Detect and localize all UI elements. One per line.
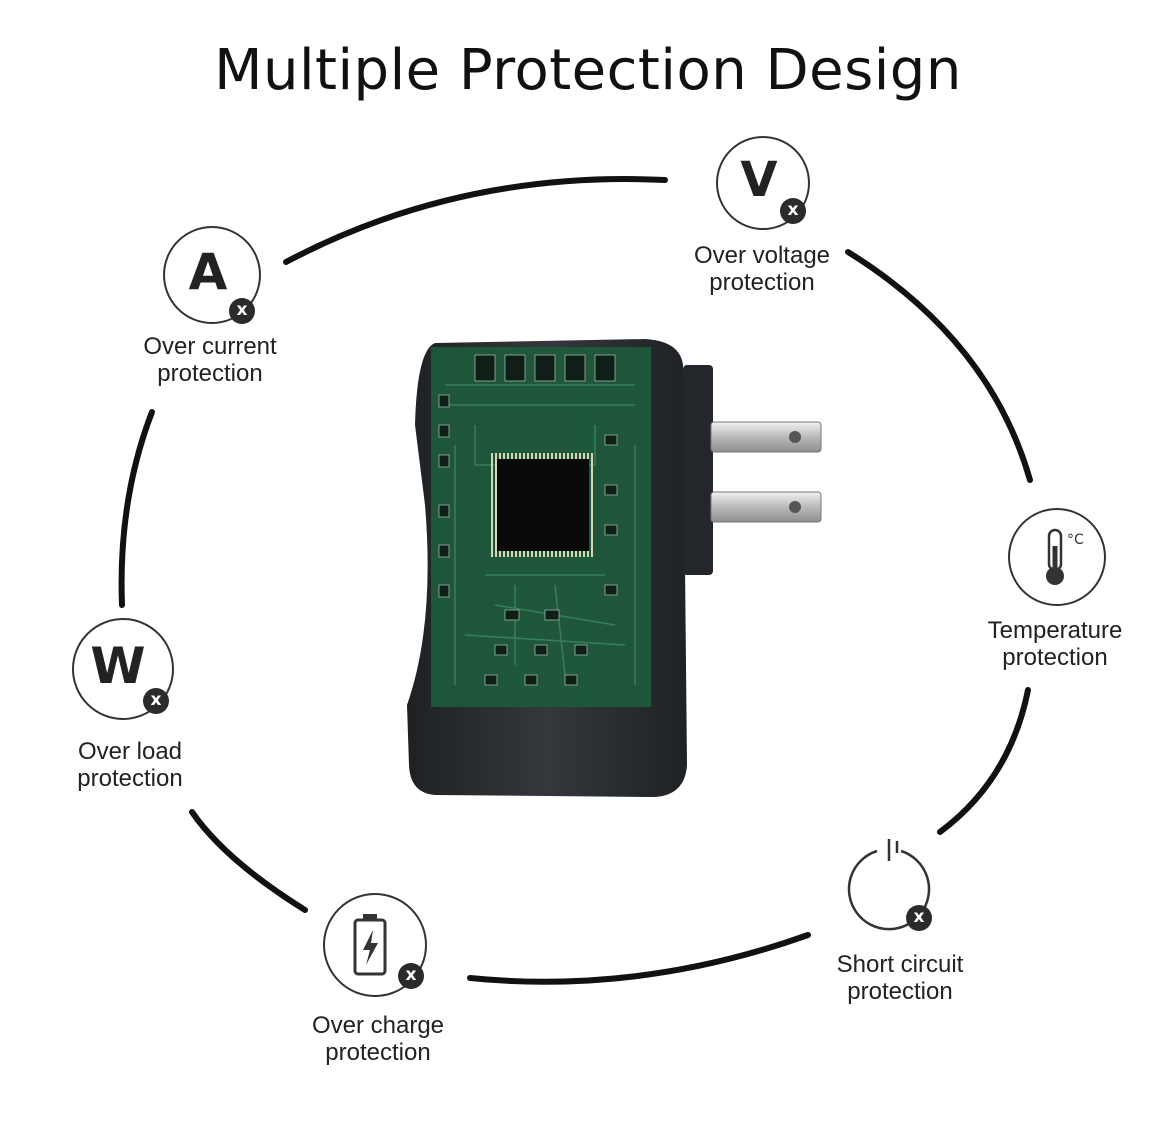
over-load-label-line1: Over load <box>77 738 183 765</box>
ring-arc-left <box>118 409 155 608</box>
over-charge-icon-circle <box>323 893 427 997</box>
ring-arc-top <box>283 176 668 265</box>
temperature-label-line1: Temperature <box>987 617 1123 644</box>
volt-icon: V <box>740 152 778 208</box>
thermometer-icon: °C <box>1046 528 1084 585</box>
page-title: Multiple Protection Design <box>214 38 962 103</box>
ampere-icon: A <box>188 243 228 301</box>
short-circuit-label: Short circuit protection <box>800 951 1000 1005</box>
over-charge-x-badge: x <box>398 963 424 989</box>
temperature-icon-circle: °C <box>1008 508 1106 606</box>
watt-icon: W <box>90 637 146 695</box>
over-charge-label-line2: protection <box>325 1039 431 1066</box>
short-circuit-icon-circle <box>842 838 936 932</box>
over-load-label-line2: protection <box>77 765 183 792</box>
over-load-x-badge: x <box>143 688 169 714</box>
over-voltage-icon-circle: V <box>716 136 810 230</box>
plug-prong-bottom <box>710 491 822 523</box>
short-circuit-x-badge: x <box>906 905 932 931</box>
over-current-x-badge: x <box>229 298 255 324</box>
over-load-label: Over load protection <box>30 738 230 792</box>
adapter-prong-base <box>683 365 713 575</box>
temperature-unit: °C <box>1067 532 1084 548</box>
battery-charging-icon <box>353 914 387 976</box>
over-voltage-label-line1: Over voltage <box>693 242 831 269</box>
over-voltage-label: Over voltage protection <box>662 242 862 296</box>
ring-arc-upper-right <box>845 249 1033 483</box>
over-charge-label: Over charge protection <box>278 1012 478 1066</box>
ring-arc-bottom-left <box>189 809 308 913</box>
plug-prongs <box>710 421 822 523</box>
over-current-label-line2: protection <box>157 360 263 387</box>
temperature-label-line2: protection <box>1002 644 1108 671</box>
plug-prong-top <box>710 421 822 453</box>
ring-arc-bottom-right <box>467 932 811 985</box>
main-chip <box>497 459 589 551</box>
temperature-label: Temperature protection <box>955 617 1155 671</box>
over-charge-label-line1: Over charge <box>311 1012 445 1039</box>
over-voltage-label-line2: protection <box>709 269 815 296</box>
ring-arc-right <box>937 687 1031 835</box>
circuit-components <box>438 354 618 686</box>
short-circuit-label-line1: Short circuit <box>836 951 964 978</box>
power-icon <box>847 839 931 931</box>
short-circuit-label-line2: protection <box>847 978 953 1005</box>
over-current-label-line1: Over current <box>143 333 277 360</box>
power-adapter-image <box>407 339 822 797</box>
over-current-label: Over current protection <box>110 333 310 387</box>
over-voltage-x-badge: x <box>780 198 806 224</box>
